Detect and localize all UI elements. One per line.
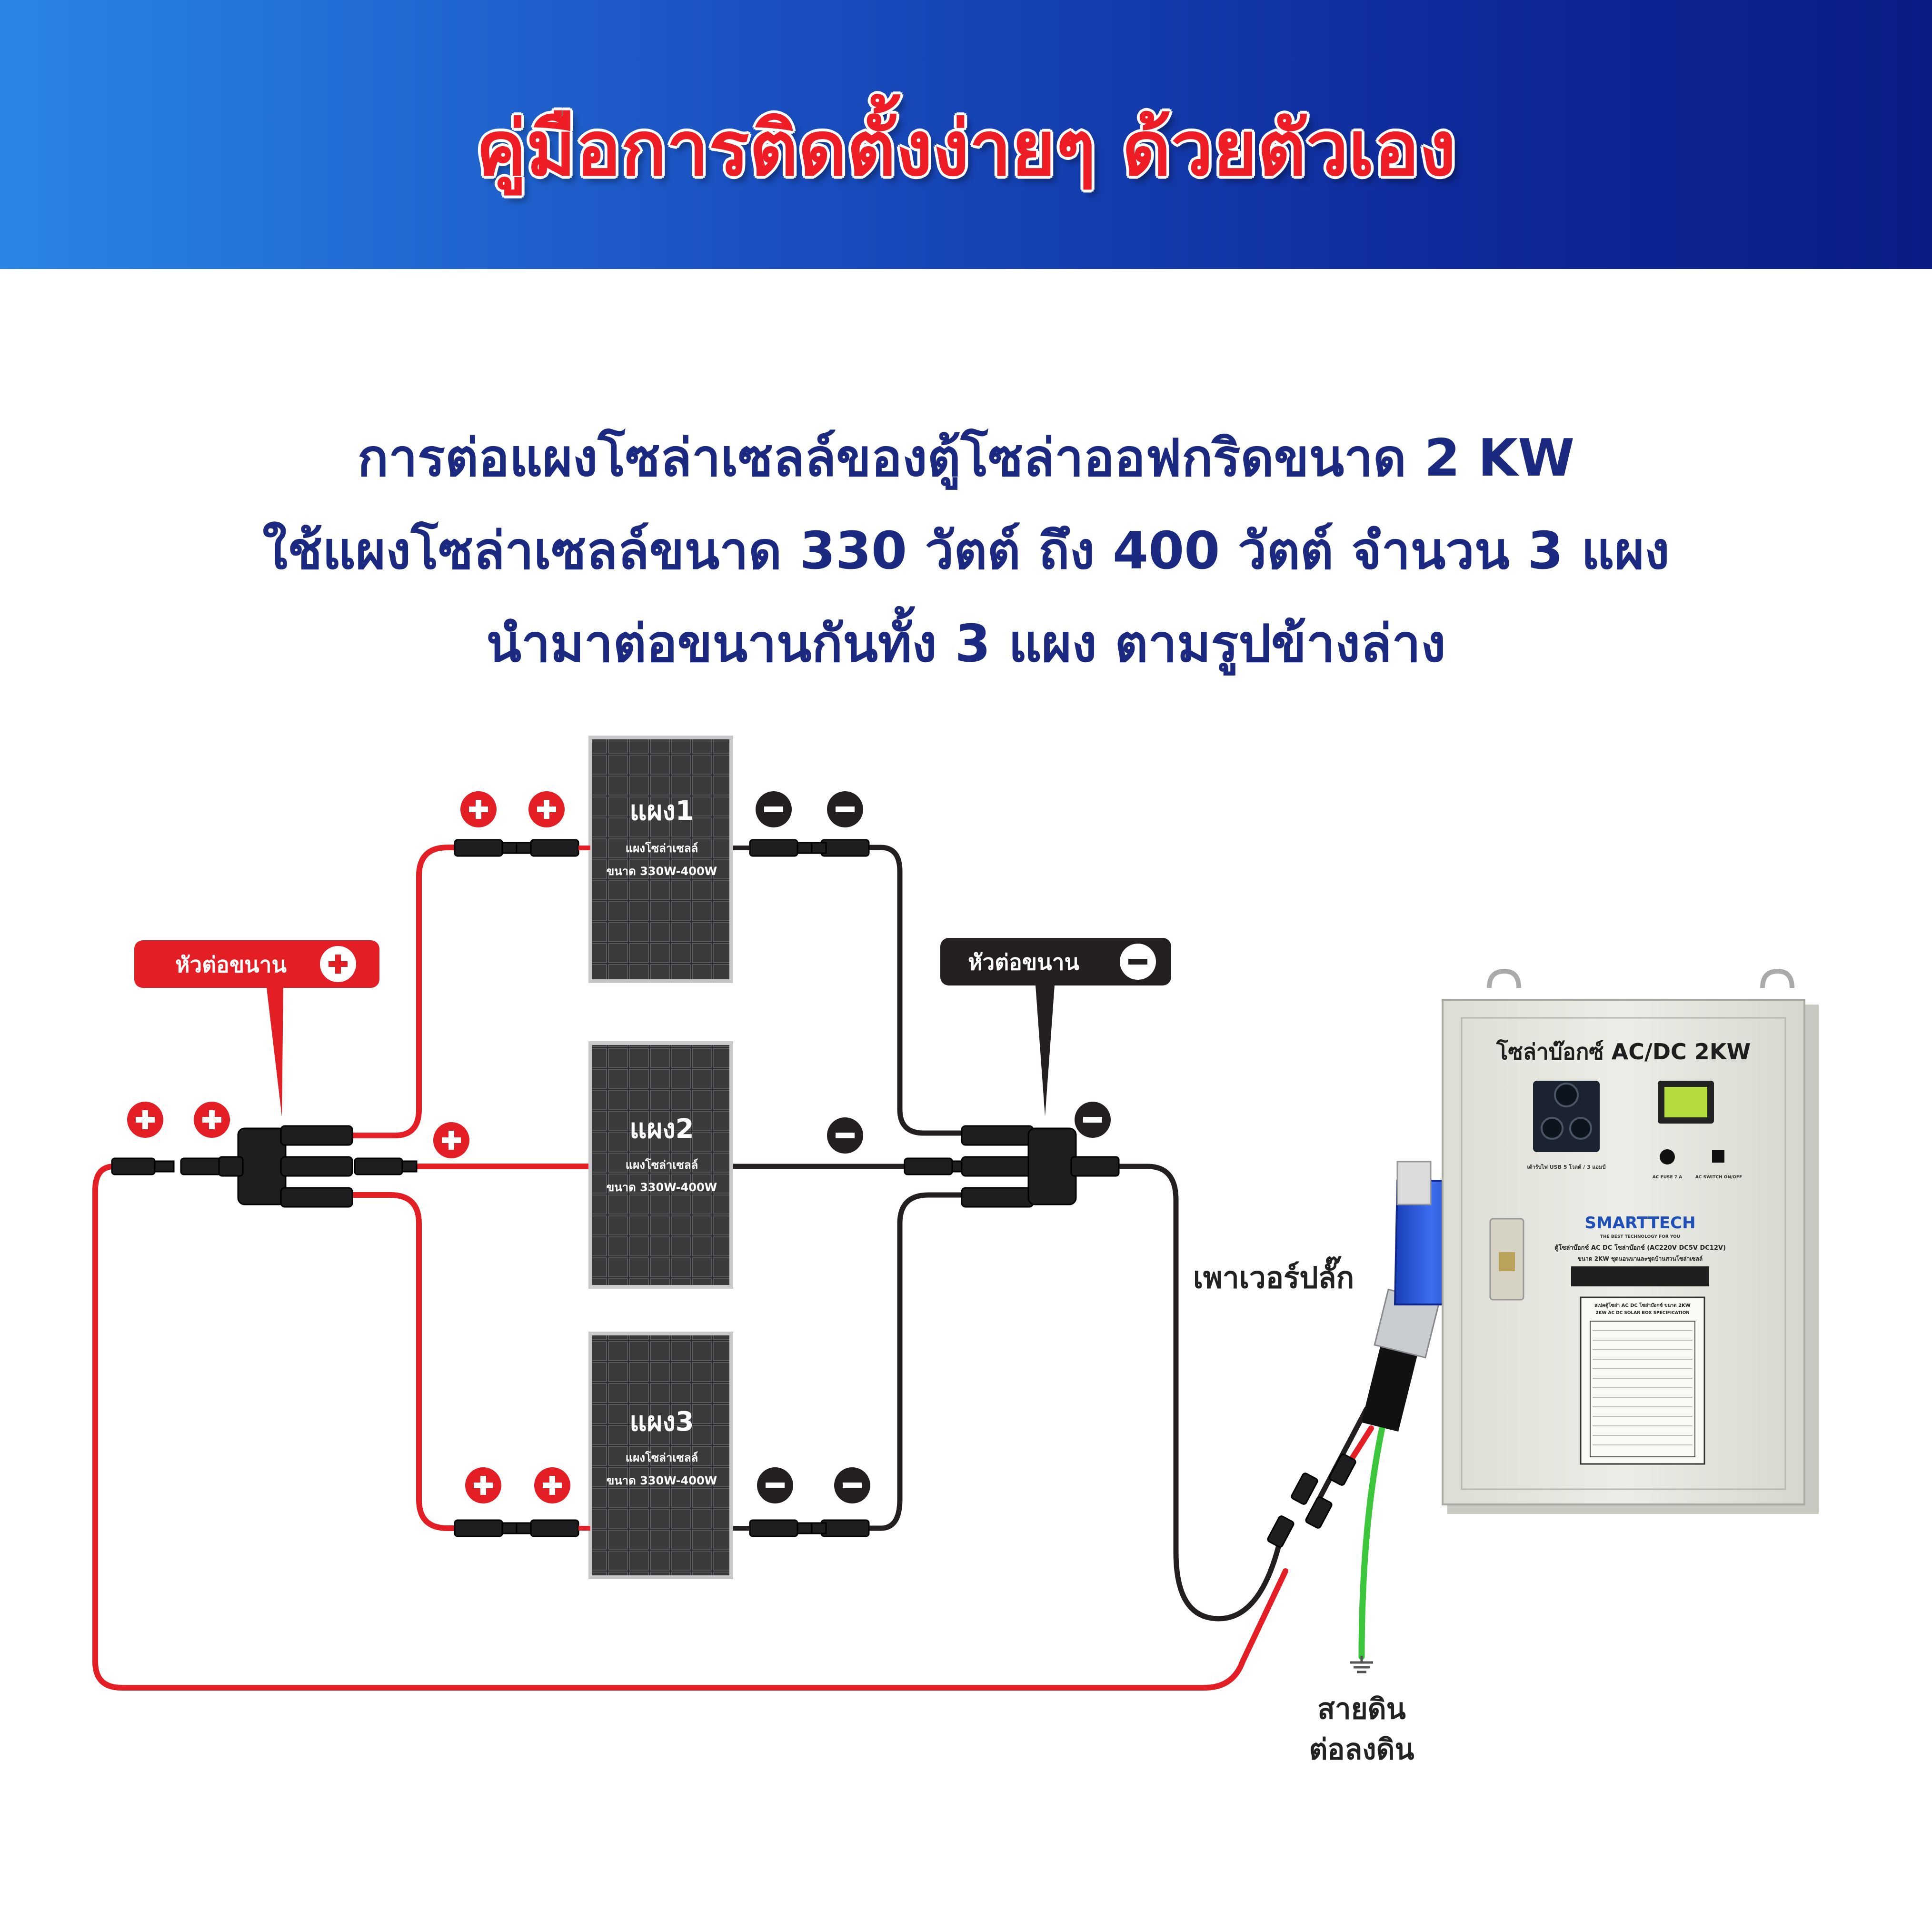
wire-pos-main [92, 1164, 1288, 1691]
wire-neg-main [1111, 1164, 1284, 1622]
intro-line-1: การต่อแผงโซล่าเซลล์ของตู้โซล่าออฟกริดขนา… [357, 428, 1575, 488]
minus-circle-icon [827, 791, 863, 827]
connector-p3-neg-a [733, 1519, 817, 1537]
mc4-connectors [111, 839, 967, 1537]
panel-2-desc: แผงโซล่าเซลล์ [626, 1158, 698, 1172]
panel-2-name: แผง2 [629, 1114, 694, 1145]
callout-positive: หัวต่อขนาน [134, 940, 379, 1116]
panel-3-name: แผง3 [629, 1406, 694, 1437]
minus-circle-icon [1120, 944, 1156, 980]
connector-p1-pos-a [454, 839, 522, 857]
panel-3-desc: แผงโซล่าเซลล์ [626, 1451, 698, 1464]
usb-label: เต้ารับไฟ USB 5 โวลต์ / 3 แอมป์ [1527, 1164, 1606, 1170]
spec-subtitle: 2KW AC DC SOLAR BOX SPECIFICATION [1595, 1311, 1690, 1315]
panel-1-name: แผง1 [629, 796, 694, 826]
minus-circle-icon [757, 1467, 793, 1503]
ground-label-line2: ต่อลงดิน [1309, 1733, 1414, 1766]
connector-p3-pos-b [516, 1519, 590, 1537]
switch-label: AC SWITCH ON/OFF [1695, 1175, 1742, 1180]
callout-negative-label: หัวต่อขนาน [968, 949, 1079, 975]
minus-circle-icon [1075, 1102, 1111, 1138]
spec-title: สเปคตู้โซล่า AC DC โซล่าบ๊อกซ์ ขนาด 2KW [1594, 1302, 1691, 1309]
connector-p3-neg-b [811, 1519, 870, 1537]
connector-p2-pos [354, 1157, 418, 1175]
plus-circle-icon [127, 1102, 163, 1138]
solar-box-title: โซล่าบ๊อกซ์ AC/DC 2KW [1496, 1039, 1751, 1065]
callout-negative: หัวต่อขนาน [940, 938, 1171, 1116]
usb-outlet-panel [1533, 1081, 1600, 1152]
size-line: ขนาด 2KW ชุดนอนนาและชุดบ้านสวนโซล่าเซลล์ [1578, 1255, 1703, 1263]
panel-1-size: ขนาด 330W-400W [607, 865, 717, 878]
solar-panel-1: แผง1 แผงโซล่าเซลล์ ขนาด 330W-400W [588, 736, 733, 983]
wire-neg-panel1 [854, 845, 965, 1136]
connector-main-pos-a [111, 1157, 175, 1175]
callout-positive-label: หัวต่อขนาน [175, 952, 287, 977]
panel-3-size: ขนาด 330W-400W [607, 1474, 717, 1487]
box-mc4-pair [1267, 1453, 1356, 1548]
panel-1-desc: แผงโซล่าเซลล์ [626, 841, 698, 855]
plus-circle-icon [433, 1122, 469, 1158]
intro-line-3: นำมาต่อขนานกันทั้ง 3 แผง ตามรูปข้างล่าง [486, 614, 1446, 674]
wire-pos-panel1 [349, 845, 460, 1138]
door-latch [1489, 1218, 1524, 1301]
power-plug-label: เพาเวอร์ปลั๊ก [1193, 1256, 1354, 1295]
panel-2-size: ขนาด 330W-400W [607, 1181, 717, 1194]
intro-line-2: ใช้แผงโซล่าเซลล์ขนาด 330 วัตต์ ถึง 400 ว… [262, 521, 1670, 581]
connector-p1-neg-b [811, 839, 870, 857]
lcd-meter [1658, 1081, 1714, 1124]
spec-sheet: สเปคตู้โซล่า AC DC โซล่าบ๊อกซ์ ขนาด 2KW … [1580, 1296, 1705, 1465]
plus-circle-icon [534, 1467, 570, 1503]
ground-label-line1: สายดิน [1317, 1692, 1405, 1726]
branch-connector-negative [961, 1125, 1120, 1208]
connector-p1-pos-b [516, 839, 590, 857]
brand-logo: SMARTTECH [1584, 1214, 1695, 1233]
wire-pos-panel3 [349, 1192, 460, 1531]
wire-ground [1358, 1420, 1386, 1660]
solar-panel-2: แผง2 แผงโซล่าเซลล์ ขนาด 330W-400W [588, 1041, 733, 1289]
connector-p1-neg-a [733, 839, 817, 857]
plus-circle-icon [194, 1102, 230, 1138]
header-banner: คู่มือการติดตั้งง่ายๆ ด้วยตัวเอง [0, 0, 1932, 269]
minus-circle-icon [756, 791, 792, 827]
fuse-holder [1660, 1149, 1675, 1165]
ground-symbol-icon [1350, 1656, 1373, 1673]
brand-tagline: THE BEST TECHNOLOGY FOR YOU [1600, 1234, 1680, 1239]
wire-neg-panel3 [854, 1192, 965, 1531]
fuse-label: AC FUSE 7 A [1653, 1175, 1682, 1180]
ac-switch [1712, 1150, 1724, 1163]
connector-p2-neg [904, 1157, 967, 1175]
branch-connector-positive [218, 1125, 353, 1208]
minus-circle-icon [827, 1117, 863, 1154]
polarity-icons [127, 791, 1111, 1503]
connector-p3-pos-a [454, 1519, 522, 1537]
solar-box: โซล่าบ๊อกซ์ AC/DC 2KW เต้ารับไฟ USB 5 โว… [1442, 968, 1819, 1514]
plus-circle-icon [465, 1467, 501, 1503]
plus-circle-icon [528, 791, 565, 827]
plus-circle-icon [320, 946, 356, 982]
page-title: คู่มือการติดตั้งง่ายๆ ด้วยตัวเอง [476, 105, 1456, 193]
minus-circle-icon [834, 1467, 870, 1503]
solar-panel-3: แผง3 แผงโซล่าเซลล์ ขนาด 330W-400W [588, 1332, 733, 1579]
plus-circle-icon [460, 791, 497, 827]
positive-wires [92, 845, 1374, 1691]
model-line: ตู้โซล่าบ๊อกซ์ AC DC โซล่าบ๊อกซ์ (AC220V… [1554, 1244, 1726, 1252]
